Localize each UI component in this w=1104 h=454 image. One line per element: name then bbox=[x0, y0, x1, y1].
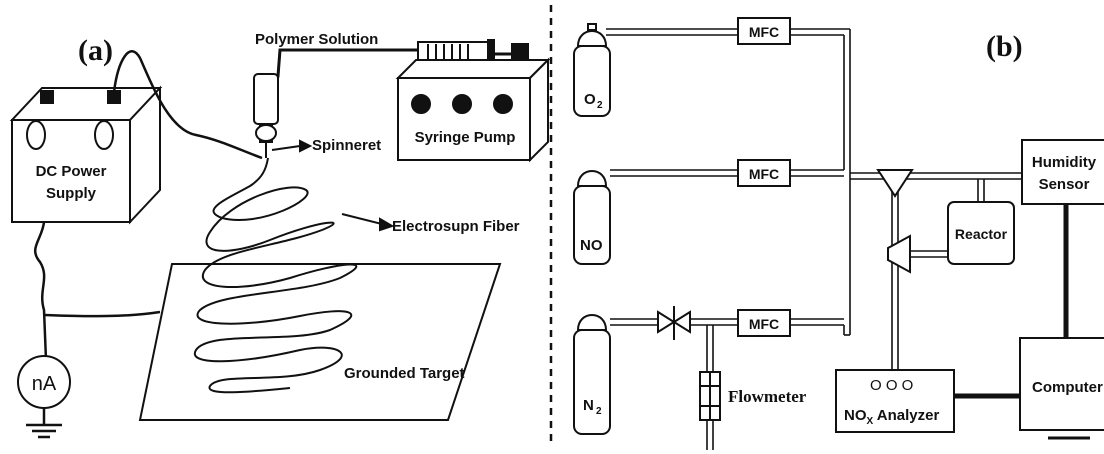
humidity-sensor-label-1: Humidity bbox=[1032, 154, 1097, 171]
grounded-target-label: Grounded Target bbox=[344, 365, 465, 382]
spinneret-assembly bbox=[253, 48, 418, 158]
nox-suffix: Analyzer bbox=[873, 407, 939, 424]
nox-analyzer-label: NOX Analyzer bbox=[844, 407, 939, 427]
reactor-label: Reactor bbox=[955, 226, 1008, 242]
nanoammeter-label: nA bbox=[32, 373, 57, 395]
mfc-boxes bbox=[737, 17, 791, 337]
o2-cylinder bbox=[573, 23, 611, 117]
flowmeter-label: Flowmeter bbox=[728, 387, 807, 406]
nox-prefix: NO bbox=[844, 407, 867, 424]
humidity-sensor-label-2: Sensor bbox=[1039, 176, 1090, 193]
dc-power-label-2: Supply bbox=[46, 185, 97, 202]
nox-subscript: X bbox=[867, 416, 874, 427]
o2-label: O bbox=[584, 91, 596, 108]
panel-a-label: (a) bbox=[78, 34, 113, 67]
electrospun-fiber bbox=[193, 157, 358, 394]
syringe-pump bbox=[395, 57, 551, 163]
needle-valve bbox=[657, 306, 691, 340]
dc-power-supply bbox=[9, 85, 163, 225]
polymer-solution-label: Polymer Solution bbox=[255, 31, 378, 48]
mfc-1-label: MFC bbox=[749, 24, 779, 40]
fiber-label: Electrosupn Fiber bbox=[392, 218, 520, 235]
gas-pipes bbox=[606, 28, 1022, 450]
annotation-arrows bbox=[271, 139, 395, 232]
ground-symbol bbox=[26, 408, 62, 439]
nox-analyzer bbox=[835, 369, 955, 433]
humidity-sensor bbox=[1021, 139, 1104, 205]
data-cables bbox=[955, 204, 1069, 399]
n2-cylinder bbox=[573, 314, 611, 435]
reactor bbox=[947, 201, 1015, 265]
mfc-2-label: MFC bbox=[749, 166, 779, 182]
syringe-pump-label: Syringe Pump bbox=[415, 129, 516, 146]
no-cylinder bbox=[573, 170, 611, 265]
dc-power-label-1: DC Power bbox=[36, 163, 107, 180]
n2-label: N bbox=[583, 397, 594, 414]
mfc-3-label: MFC bbox=[749, 316, 779, 332]
grounded-target-plane bbox=[138, 263, 502, 421]
target-wire bbox=[43, 310, 161, 318]
spinneret-label: Spinneret bbox=[312, 137, 381, 154]
power-wire-ground bbox=[34, 221, 48, 361]
power-wire-to-spinneret bbox=[112, 50, 263, 160]
no-label: NO bbox=[580, 237, 603, 254]
panel-b-label: (b) bbox=[986, 30, 1023, 63]
analyzer-knobs: O O O bbox=[870, 377, 913, 394]
computer-label: Computer bbox=[1032, 379, 1103, 396]
o2-subscript: 2 bbox=[597, 100, 603, 111]
splitters bbox=[876, 169, 914, 274]
n2-subscript: 2 bbox=[596, 406, 602, 417]
computer bbox=[1019, 337, 1104, 440]
flowmeter bbox=[699, 371, 721, 421]
